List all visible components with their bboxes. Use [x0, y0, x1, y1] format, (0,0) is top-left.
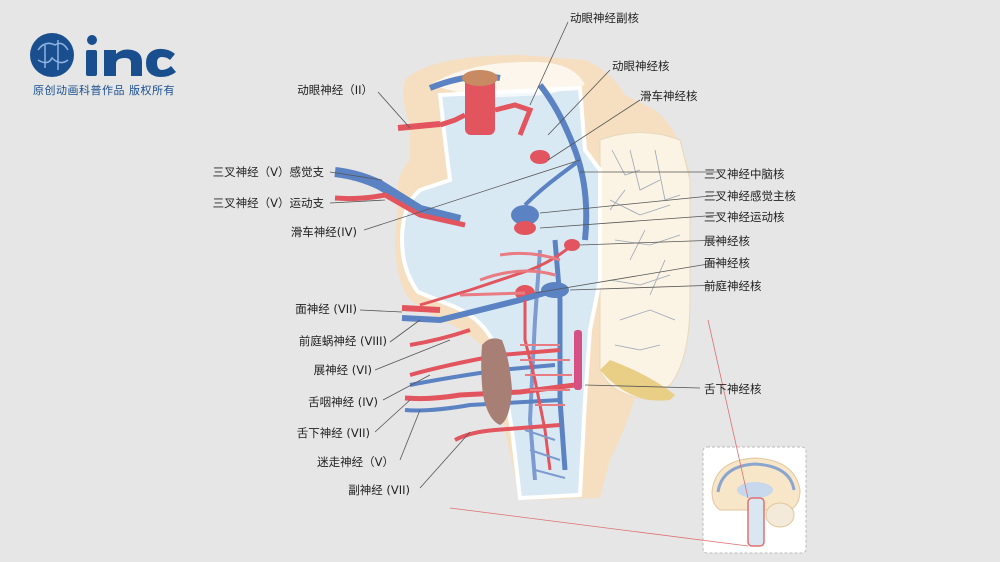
label-abducens-nerve: 展神经 (VI)	[313, 363, 372, 377]
label-oculomotor-nerve: 动眼神经（II）	[297, 83, 373, 97]
label-trigeminal-principal-sensory-nucleus: 三叉神经感觉主核	[704, 189, 796, 203]
label-glossopharyngeal-nerve: 舌咽神经 (IV)	[308, 395, 378, 409]
label-oculomotor-accessory-nucleus: 动眼神经副核	[570, 11, 639, 25]
leader-lines	[329, 21, 721, 489]
label-trigeminal-mesencephalic-nucleus: 三叉神经中脑核	[704, 167, 785, 181]
trigeminal-sensory-nucleus	[511, 205, 539, 225]
hypoglossal-trunk	[404, 382, 576, 402]
trigeminal-mesencephalic-tract	[523, 158, 582, 207]
facial-fiber-tracts	[459, 251, 561, 297]
abducens-trunk	[409, 328, 471, 347]
watermark-tagline: 原创动画科普作品 版权所有	[33, 84, 175, 97]
inset-connector-upper	[707, 319, 749, 499]
label-facial-nerve: 面神经 (VII)	[295, 302, 357, 316]
label-trigeminal-sensory-branch: 三叉神经（V）感觉支	[212, 165, 324, 179]
label-accessory-nerve: 副神经 (VII)	[348, 483, 410, 497]
inferior-olive	[481, 338, 512, 425]
label-oculomotor-nucleus: 动眼神经核	[612, 59, 670, 73]
vagus-trunk	[404, 398, 561, 413]
trochlear-nucleus-shape	[530, 150, 550, 164]
label-facial-nucleus: 面神经核	[704, 256, 750, 270]
brain-inset	[702, 446, 807, 554]
watermark-logo-mark	[30, 33, 74, 77]
accessory-trunk	[454, 423, 561, 442]
cerebellum-folia	[609, 149, 681, 351]
watermark-logo-letters	[86, 35, 176, 77]
label-trigeminal-motor-branch: 三叉神经（V）运动支	[212, 196, 324, 210]
motor-column	[523, 300, 552, 471]
label-vestibular-nucleus: 前庭神经核	[704, 279, 762, 293]
oculomotor-fibers	[439, 102, 534, 136]
facial-nerve-trunk	[401, 305, 441, 313]
label-hypoglossal-nucleus: 舌下神经核	[704, 382, 762, 396]
oculomotor-nucleus-block	[465, 75, 495, 135]
sensory-comb	[524, 429, 566, 479]
label-hypoglossal-nerve: 舌下神经 (VII)	[296, 426, 370, 440]
sensory-tract-long	[537, 83, 590, 241]
accessory-nucleus-top	[462, 70, 498, 86]
hypoglossal-nucleus-column	[574, 330, 582, 390]
cerebellum	[599, 132, 691, 401]
inset-connector-lower	[449, 507, 749, 547]
trigeminal-motor-trunk	[334, 192, 466, 228]
label-vagus-nerve: 迷走神经（V）	[317, 455, 394, 469]
label-trochlear-nerve: 滑车神经(IV)	[290, 225, 357, 239]
label-trigeminal-motor-nucleus: 三叉神经运动核	[704, 210, 785, 224]
trigeminal-motor-nucleus-shape	[514, 221, 536, 235]
motor-comb	[520, 344, 572, 406]
label-abducens-nucleus: 展神经核	[704, 234, 750, 248]
trigeminal-sensory-trunk	[334, 167, 462, 225]
label-trochlear-nucleus: 滑车神经核	[640, 89, 698, 103]
vestibulocochlear-trunk	[401, 287, 556, 324]
label-vestibulocochlear-nerve: 前庭蜗神经 (VIII)	[298, 334, 387, 348]
oculomotor-nerve-trunk	[397, 121, 441, 131]
cerebellar-tonsil	[600, 360, 675, 401]
